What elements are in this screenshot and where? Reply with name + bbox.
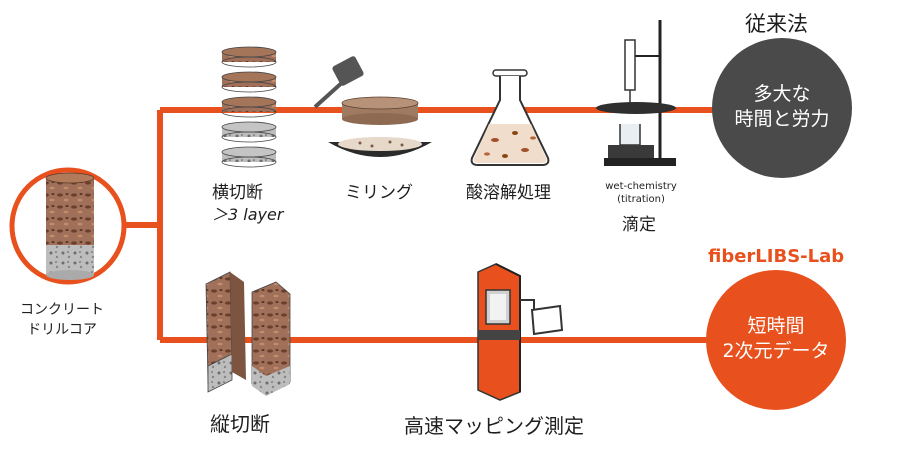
step-mapping-label: 高速マッピング測定 xyxy=(404,414,584,438)
source-label: コンクリート ドリルコア xyxy=(20,300,104,340)
conventional-result-text: 多大な 時間と労力 xyxy=(722,82,842,132)
source-label-line2: ドリルコア xyxy=(27,322,97,338)
longitudinal-halves-icon xyxy=(205,271,291,396)
sliced-discs-icon xyxy=(221,46,277,168)
acid-flask-icon xyxy=(470,69,550,166)
step-milling-label: ミリング xyxy=(345,183,413,203)
step-titration-en-2: (titration) xyxy=(617,194,665,205)
fiberlibs-result-line1: 短時間 xyxy=(747,315,805,337)
fiberlibs-result-text: 短時間 2次元データ xyxy=(712,314,840,364)
milling-icon xyxy=(313,56,432,157)
drill-core-icon xyxy=(9,167,127,285)
fiberlibs-result-line2: 2次元データ xyxy=(722,340,830,362)
fiberlibs-heading: fiberLIBS-Lab xyxy=(708,246,845,267)
step-acid-label: 酸溶解処理 xyxy=(466,183,551,203)
conventional-result-line2: 時間と労力 xyxy=(734,108,830,130)
step-titration-en-1: wet-chemistry xyxy=(605,181,677,192)
libs-instrument-icon xyxy=(477,263,564,401)
titration-stand-icon xyxy=(596,20,676,166)
step-layer-note: ＞3 layer xyxy=(212,205,284,224)
source-label-line1: コンクリート xyxy=(20,302,104,318)
fiberlibs-result-circle xyxy=(706,270,846,410)
step-titration-label: 滴定 xyxy=(622,215,656,235)
step-longitudinal-label: 縦切断 xyxy=(210,412,270,436)
step-titration-en: wet-chemistry (titration) xyxy=(598,180,684,206)
step-cross-section-label: 横切断 xyxy=(212,183,263,203)
conventional-heading: 従来法 xyxy=(745,12,808,36)
conventional-result-line1: 多大な xyxy=(753,83,811,105)
conventional-result-circle xyxy=(712,38,852,178)
